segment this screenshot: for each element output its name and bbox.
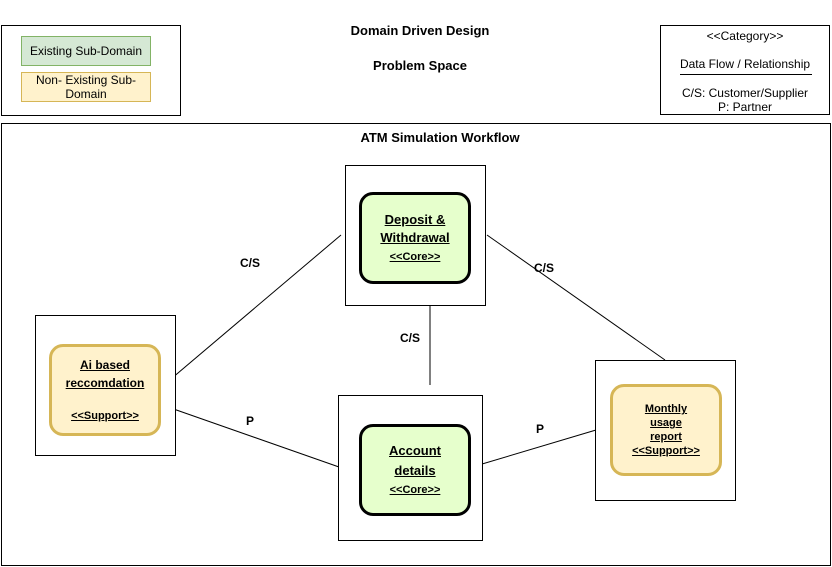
edge-label-ai-deposit: C/S <box>240 256 261 270</box>
monthly-tag: <<Support>> <box>632 445 700 457</box>
account-details-node[interactable]: Account details <<Core>> <box>359 424 471 516</box>
edge-label-deposit-account: C/S <box>400 331 421 345</box>
category-legend <box>660 25 830 115</box>
monthly-line3: report <box>650 431 682 443</box>
edge-deposit-monthly <box>486 234 666 361</box>
partner-label: P: Partner <box>717 100 773 114</box>
edge-ai-deposit <box>164 234 342 385</box>
monthly-line2: usage <box>650 417 682 429</box>
deposit-tag: <<Core>> <box>389 251 441 263</box>
non-existing-sub-domain-chip: Non- Existing Sub-Domain <box>21 72 151 102</box>
edge-label-deposit-monthly: C/S <box>534 261 555 275</box>
account-tag: <<Core>> <box>389 484 441 496</box>
existing-sub-domain-chip: Existing Sub-Domain <box>21 36 151 66</box>
edge-ai-account <box>164 405 340 468</box>
page-subtitle: Problem Space <box>373 58 467 73</box>
category-title: <<Category>> <box>706 29 784 43</box>
existing-sub-domain-label: Existing Sub-Domain <box>29 44 143 58</box>
workflow-title: ATM Simulation Workflow <box>360 130 520 145</box>
deposit-withdrawal-node[interactable]: Deposit & Withdrawal <<Core>> <box>359 192 471 284</box>
ai-recommendation-node[interactable]: Ai based reccomdation <<Support>> <box>49 344 161 436</box>
non-existing-sub-domain-label: Non- Existing Sub-Domain <box>35 73 137 101</box>
ai-tag: <<Support>> <box>71 410 139 422</box>
edge-label-ai-account: P <box>246 414 255 428</box>
customer-supplier-label: C/S: Customer/Supplier <box>681 86 809 100</box>
page-title: Domain Driven Design <box>350 23 490 38</box>
account-line2: details <box>394 463 436 478</box>
deposit-line1: Deposit & <box>384 212 446 227</box>
ai-line2: reccomdation <box>65 376 145 390</box>
edge-account-monthly <box>471 429 597 468</box>
monthly-line1: Monthly <box>644 403 688 415</box>
ai-line1: Ai based <box>79 358 130 372</box>
monthly-usage-report-node[interactable]: Monthly usage report <<Support>> <box>610 384 722 476</box>
data-flow-label: Data Flow / Relationship <box>679 57 811 71</box>
data-flow-line <box>680 74 812 75</box>
account-line1: Account <box>389 443 441 458</box>
deposit-line2: Withdrawal <box>380 230 450 245</box>
edge-label-account-monthly: P <box>536 422 545 436</box>
